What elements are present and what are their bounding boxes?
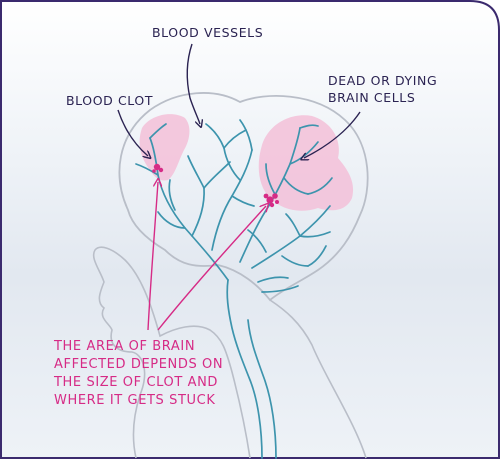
blood-clot-left bbox=[152, 163, 164, 173]
label-dead-cells: DEAD OR DYING BRAIN CELLS bbox=[328, 72, 437, 106]
affected-area-right bbox=[258, 115, 354, 211]
caption: THE AREA OF BRAIN AFFECTED DEPENDS ON TH… bbox=[54, 338, 223, 410]
arrow-caption-left bbox=[147, 182, 158, 331]
head-outline bbox=[92, 246, 251, 459]
affected-area-left bbox=[139, 114, 190, 181]
blood-clot-right bbox=[263, 193, 279, 208]
arrow-dead-cells bbox=[304, 111, 361, 158]
arrow-blood-vessels bbox=[186, 43, 200, 124]
caption-line-4: WHERE IT GETS STUCK bbox=[54, 393, 216, 408]
brain-outline bbox=[118, 92, 369, 302]
brainstem-outline bbox=[269, 299, 367, 459]
label-dead-cells-line-2: BRAIN CELLS bbox=[328, 90, 416, 105]
label-dead-cells-line-1: DEAD OR DYING bbox=[328, 73, 438, 88]
caption-line-3: THE SIZE OF CLOT AND bbox=[54, 375, 219, 390]
arrow-caption-right bbox=[157, 206, 266, 331]
arrow-blood-clot bbox=[117, 109, 148, 156]
caption-line-1: THE AREA OF BRAIN bbox=[54, 339, 196, 354]
caption-line-2: AFFECTED DEPENDS ON bbox=[54, 357, 224, 372]
blood-vessels bbox=[135, 119, 333, 459]
label-blood-clot: BLOOD CLOT bbox=[66, 93, 154, 108]
label-blood-vessels: BLOOD VESSELS bbox=[152, 25, 264, 40]
